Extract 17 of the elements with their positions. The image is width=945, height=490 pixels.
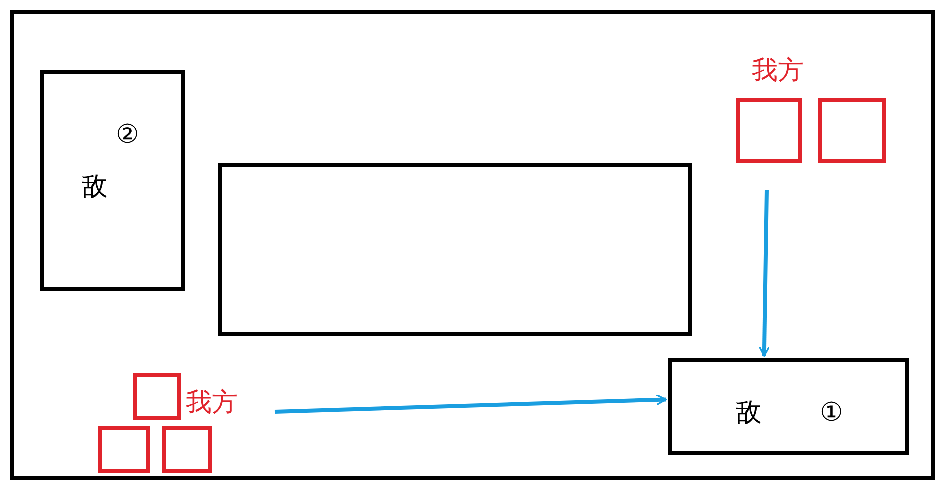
enemy-zone-box (668, 358, 909, 455)
ally-unit (818, 98, 886, 163)
ally-unit (98, 426, 150, 473)
ally-unit (162, 426, 212, 473)
ally-unit (133, 373, 181, 420)
side-label: 我方 (752, 56, 804, 86)
ally-unit (736, 98, 802, 163)
position-number: ① (820, 398, 844, 428)
position-number: ② (116, 120, 140, 150)
enemy-zone (40, 70, 185, 291)
obstacle-block (218, 163, 692, 336)
field-frame (10, 10, 935, 480)
arrow (758, 190, 770, 357)
side-label: 我方 (186, 388, 238, 418)
arrow (274, 394, 667, 414)
enemy-label: 敌 (736, 398, 762, 428)
enemy-label: 敌 (82, 172, 108, 202)
